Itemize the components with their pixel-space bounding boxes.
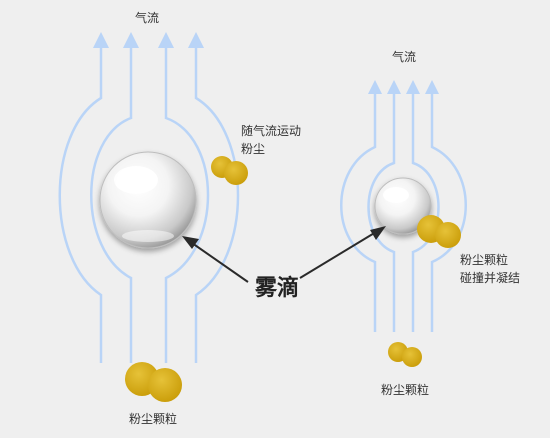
arrowhead [368,80,382,94]
droplet-highlight [114,166,158,194]
airflow-lines-right [340,92,467,332]
droplet-highlight [383,187,409,203]
dust-bottom-right-b [402,347,422,367]
flow-line-left-outer-1 [58,46,103,363]
flow-line-right-outer-2 [430,92,467,332]
flow-line-left-inner-2 [164,46,210,363]
flow-line-left-inner-1 [90,46,133,363]
arrowhead [93,32,109,48]
up-arrow-icon [93,32,204,48]
droplet-label: 雾滴 [255,275,299,301]
dust-collide-b [435,222,461,248]
flow-line-left-outer-2 [194,46,240,363]
arrowhead [188,32,204,48]
droplet-reflection [122,230,174,242]
dust-label-left: 粉尘颗粒 [129,411,177,426]
dust-particle-icon [211,156,248,185]
dust-bottom-left-b [148,368,182,402]
arrowhead [123,32,139,48]
pointer-right-head [370,226,386,240]
airflow-lines-left [58,46,240,363]
dust-particle-icon [125,362,182,402]
dust-moving-b [224,161,248,185]
arrowhead [406,80,420,94]
pointer-arrow-icon [182,226,386,283]
water-droplet-icon [99,151,197,249]
arrowhead [158,32,174,48]
pointer-right-shaft [299,231,377,279]
arrowhead [387,80,401,94]
moving-dust-label-line1: 随气流运动 [241,123,301,138]
water-droplet-icon [374,177,432,235]
collide-label-line2: 碰撞并凝结 [460,270,520,285]
flow-line-right-inner-2 [411,92,440,332]
pointer-left-shaft [191,242,249,283]
airflow-label-right: 气流 [392,49,416,64]
airflow-label-left: 气流 [135,10,159,25]
dust-label-right: 粉尘颗粒 [381,382,429,397]
arrowhead [425,80,439,94]
flow-line-right-inner-1 [367,92,396,332]
collide-label-line1: 粉尘颗粒 [460,252,508,267]
dust-particle-icon [388,342,422,367]
dust-particle-icon [417,215,461,248]
moving-dust-label-line2: 粉尘 [241,142,265,156]
flow-line-right-outer-1 [340,92,377,332]
pointer-left-head [182,236,199,249]
up-arrow-icon [368,80,439,94]
